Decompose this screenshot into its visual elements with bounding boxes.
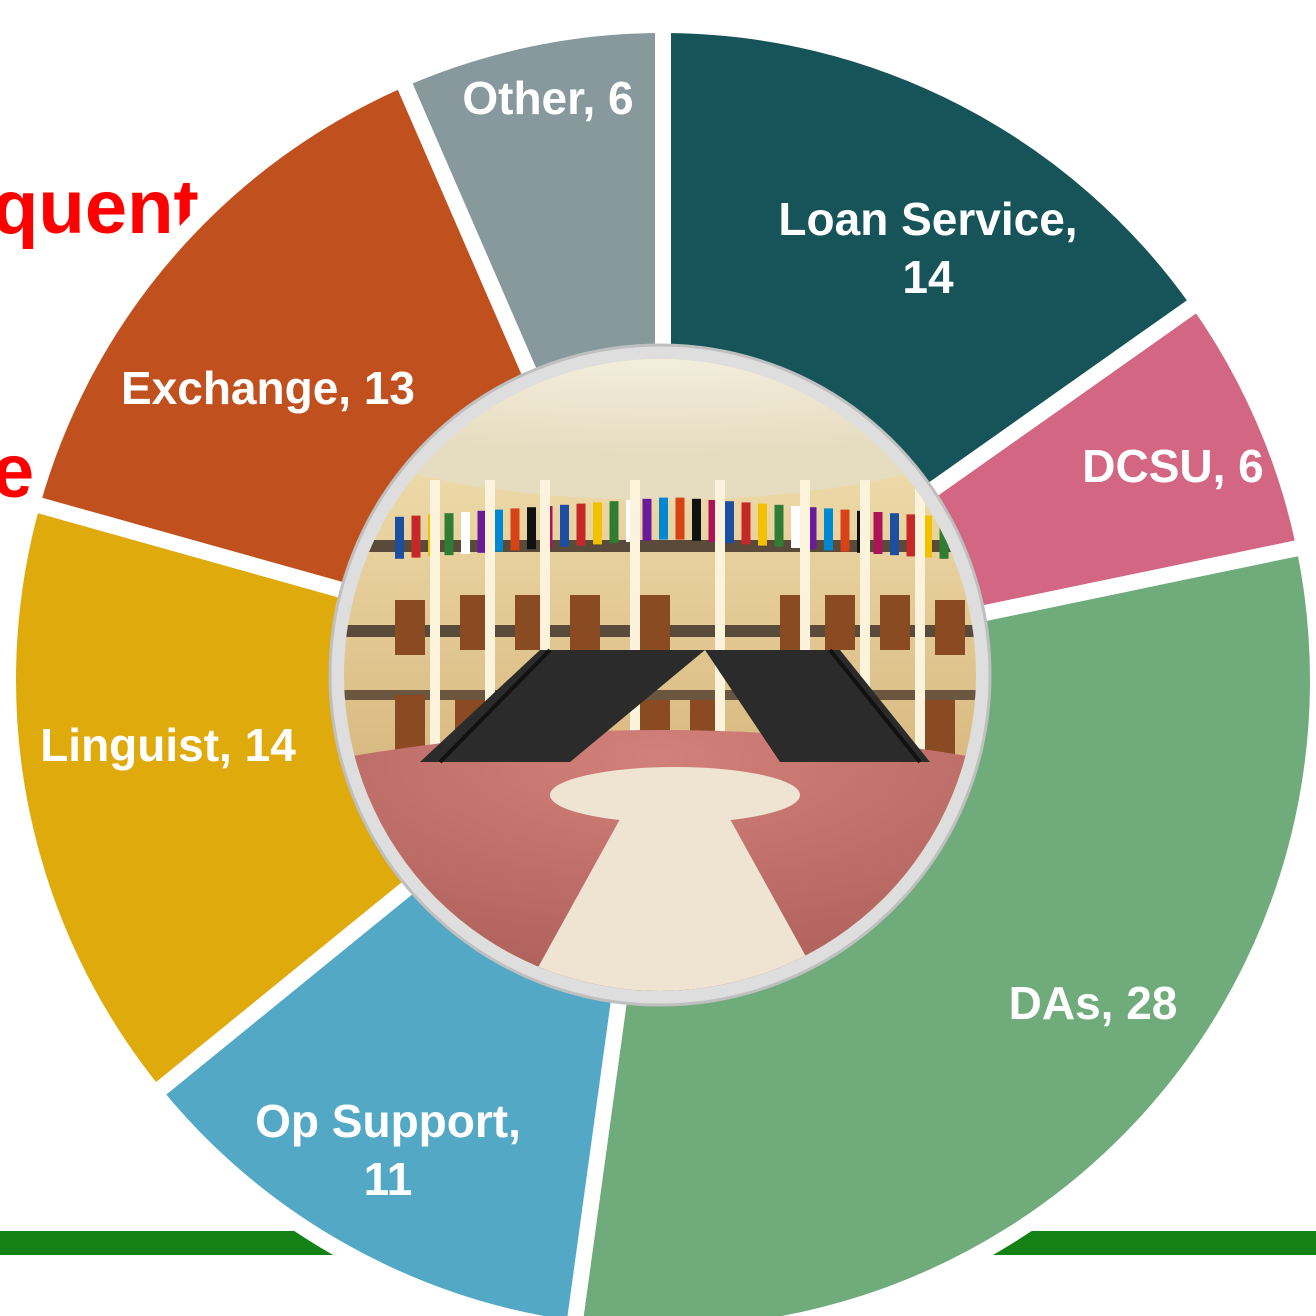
- slice-label-dcsu: DCSU, 6: [1082, 440, 1263, 492]
- accent-bar-right: [980, 1231, 1316, 1255]
- slice-label-linguist: Linguist, 14: [40, 719, 296, 771]
- slice-label-line: DAs, 28: [1009, 977, 1178, 1029]
- accent-bar-left: [0, 1231, 360, 1255]
- slice-label-op-support: Op Support, 11: [255, 1095, 521, 1205]
- slice-label-line: Other, 6: [462, 72, 633, 124]
- center-photo: [328, 343, 992, 1007]
- slice-label-loan-service: Loan Service, 14: [778, 193, 1077, 303]
- page-title-line: quent: [0, 165, 199, 250]
- slice-label-line: DCSU, 6: [1082, 440, 1263, 492]
- slice-label-line: Loan Service,: [778, 193, 1077, 245]
- slice-label-line: 14: [902, 251, 954, 303]
- slice-label-line: Exchange, 13: [121, 362, 415, 414]
- slice-label-exchange: Exchange, 13: [121, 362, 415, 414]
- slice-label-das: DAs, 28: [1009, 977, 1178, 1029]
- slice-label-line: 11: [364, 1153, 413, 1205]
- slice-label-line: Linguist, 14: [40, 719, 296, 771]
- slice-label-other: Other, 6: [462, 72, 633, 124]
- slice-label-line: Op Support,: [255, 1095, 521, 1147]
